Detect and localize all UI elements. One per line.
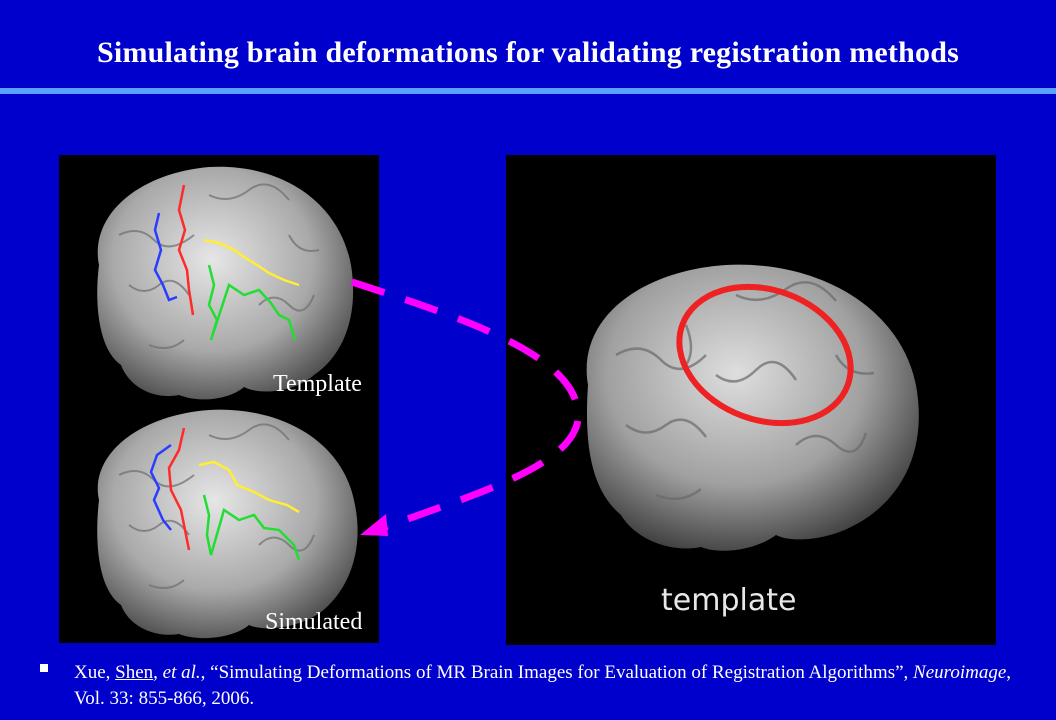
ref-sep: , [153,662,163,683]
sulcus-yellow-line [198,460,300,514]
reference-citation: Xue, Shen, et al., “Simulating Deformati… [40,660,1030,712]
template-label: Template [273,371,362,397]
brain-panel-left [59,155,379,643]
region-highlight-ellipse [676,283,854,427]
reference-text: Xue, Shen, et al., “Simulating Deformati… [74,660,1030,712]
right-panel-caption: template [661,583,796,618]
ref-journal: Neuroimage [913,662,1007,683]
sulcus-yellow-line [203,238,300,287]
simulated-brain [97,409,358,639]
template-brain-illustration: template [586,264,919,618]
ref-author-shen: Shen [115,662,154,683]
ref-et-al: et al. [162,662,201,683]
brain-pair-illustration [97,166,358,639]
slide-title: Simulating brain deformations for valida… [97,36,959,69]
title-underline [0,88,1056,94]
ref-title: , “Simulating Deformations of MR Brain I… [200,662,914,683]
ref-author-1: Xue, [74,662,116,683]
bullet-marker [40,664,48,672]
sulcus-green-line [202,494,301,561]
sulcus-green-line [207,264,297,341]
sulcus-red-line [167,427,191,551]
sulcus-blue-line [153,212,178,302]
sulcus-blue-line [149,443,172,531]
brain-panel-right: template [506,155,996,645]
template-brain [97,166,354,400]
sulcus-red-line [177,184,195,316]
ref-details: , Vol. 33: 855-866, 2006. [74,662,1012,709]
simulated-label: Simulated [265,609,363,635]
